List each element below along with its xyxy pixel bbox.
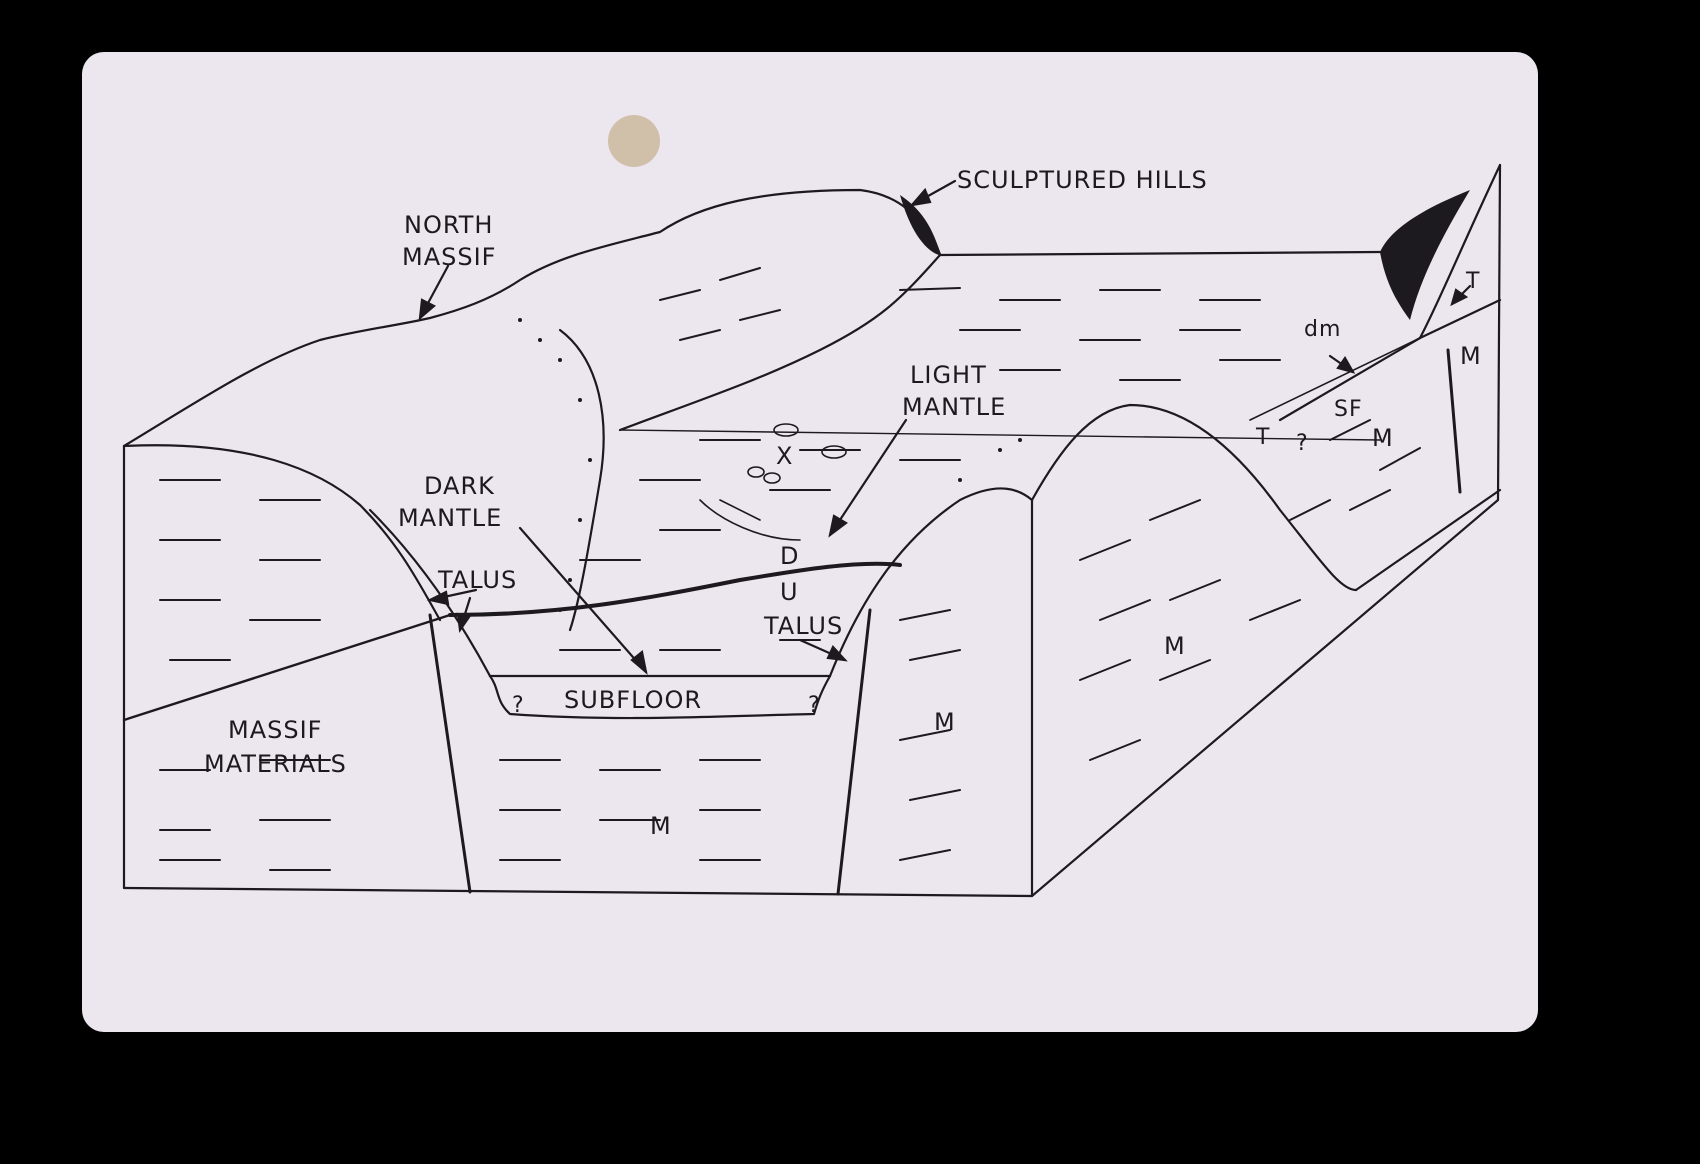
scarp-block [699, 499, 801, 541]
label-m-right-mid: M [1372, 424, 1394, 452]
material-hatching [159, 267, 1421, 871]
front-face-outline [122, 444, 1034, 898]
hills-lower-edge [618, 253, 942, 432]
fault-right [836, 608, 872, 896]
stain-spot [608, 115, 660, 167]
fault-far [1446, 348, 1462, 494]
label-fault-d: D [780, 542, 799, 570]
label-m-center: M [934, 708, 956, 736]
label-massif-materials-line2: MATERIALS [204, 750, 347, 778]
label-t-mid: T [1255, 425, 1270, 450]
talus-line [122, 613, 452, 722]
outline-strokes [122, 163, 1502, 898]
far-hill-edge [1418, 163, 1502, 340]
label-q1: ? [512, 693, 525, 718]
label-m-bottom: M [650, 812, 672, 840]
label-dm: dm [1304, 317, 1341, 342]
floor-mid [619, 429, 1381, 441]
label-talus-left: TALUS [437, 566, 517, 594]
stippling [518, 190, 1470, 612]
subfloor-bottom [488, 674, 832, 720]
label-q3: ? [1296, 431, 1309, 456]
paper-card [82, 52, 1538, 1032]
right-valley-slope [828, 487, 1034, 678]
leader-arrows [418, 179, 1472, 675]
label-m-right-top: M [1460, 342, 1482, 370]
label-light-mantle-line1: LIGHT [910, 361, 987, 389]
label-dark-mantle-line1: DARK [424, 472, 495, 500]
label-q2: ? [808, 693, 821, 718]
label-m-center-right: M [1164, 632, 1186, 660]
label-talus-right: TALUS [763, 612, 843, 640]
label-massif-materials-line1: MASSIF [228, 716, 322, 744]
right-face-outline [1030, 163, 1502, 898]
floor-far-edge [1249, 337, 1421, 421]
skyline [122, 188, 1382, 448]
label-t-top: T [1465, 269, 1480, 294]
far-lower-edge [1354, 488, 1502, 592]
label-sculptured-hills: SCULPTURED HILLS [957, 166, 1208, 194]
label-subfloor: SUBFLOOR [564, 686, 702, 714]
label-dark-mantle-line2: MANTLE [398, 504, 502, 532]
label-north-massif-line2: MASSIF [402, 243, 496, 271]
north-massif-front-curve [122, 444, 442, 622]
left-valley-slope [368, 508, 492, 678]
label-sf: SF [1334, 397, 1363, 422]
label-north-massif-line1: NORTH [404, 211, 493, 239]
craters [747, 423, 847, 484]
fault-left [428, 613, 472, 894]
label-light-mantle-line2: MANTLE [902, 393, 1006, 421]
label-fault-u: U [780, 578, 799, 606]
scarp-crack [448, 561, 902, 617]
label-crater-x: X [776, 442, 793, 470]
dark-mantle-edge [558, 328, 605, 632]
